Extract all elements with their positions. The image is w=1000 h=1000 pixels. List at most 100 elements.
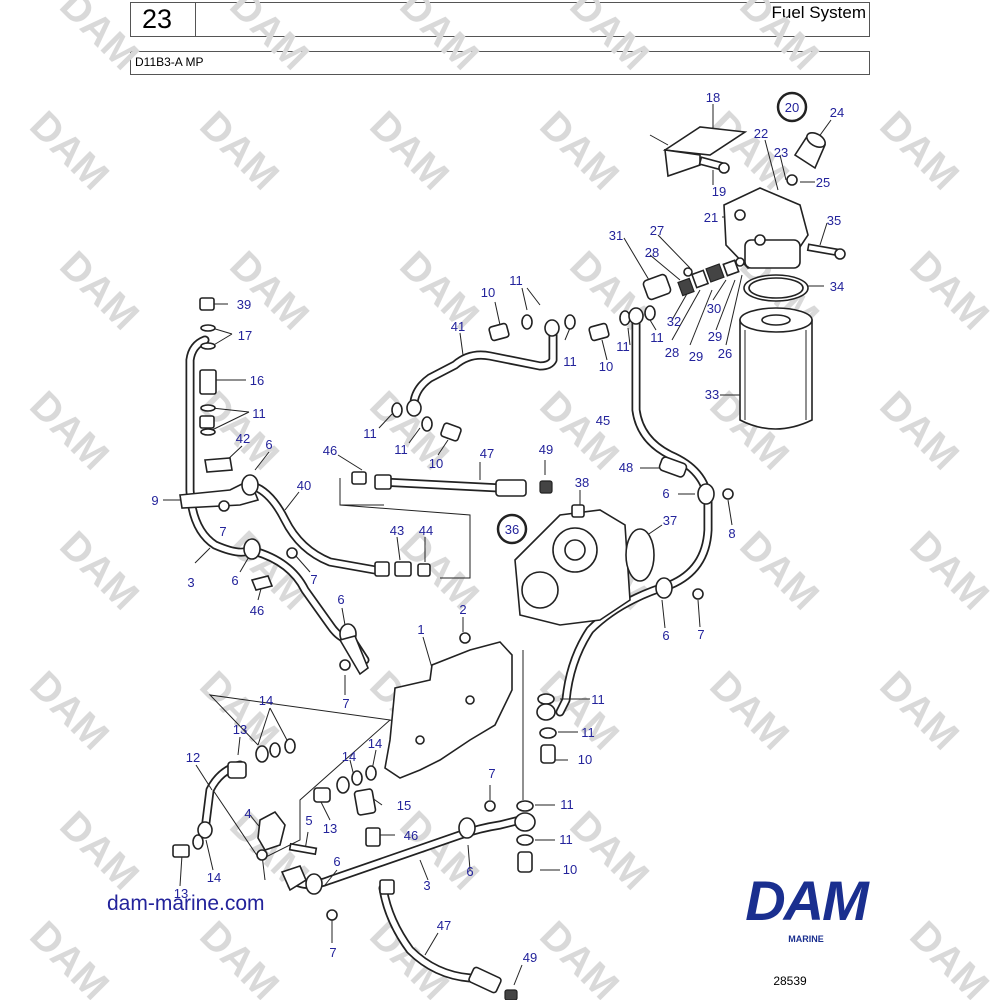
callout-3-b: 3 <box>423 878 430 893</box>
callout-12: 12 <box>186 750 200 765</box>
callout-7-a: 7 <box>219 524 226 539</box>
callout-10-e: 10 <box>563 862 577 877</box>
callout-49-a: 49 <box>539 442 553 457</box>
callout-21: 21 <box>704 210 718 225</box>
logo-wordmark: DAM <box>745 869 870 932</box>
callout-42: 42 <box>236 431 250 446</box>
callout-11-g: 11 <box>252 406 266 421</box>
callout-5: 5 <box>305 813 312 828</box>
callout-19: 19 <box>712 184 726 199</box>
callout-11-h: 11 <box>591 692 605 707</box>
callout-2: 2 <box>459 602 466 617</box>
watermark-text: DAM <box>21 103 117 199</box>
title-box <box>195 2 870 37</box>
callout-32: 32 <box>667 314 681 329</box>
callout-8: 8 <box>728 526 735 541</box>
callout-47-a: 47 <box>480 446 494 461</box>
page-title: Fuel System <box>771 3 866 22</box>
callout-11-f: 11 <box>394 442 408 457</box>
callout-7-f: 7 <box>329 945 336 960</box>
callout-6-a: 6 <box>265 437 272 452</box>
callout-11-e: 11 <box>363 426 377 441</box>
callout-10-b: 10 <box>599 359 613 374</box>
callout-6-b: 6 <box>662 486 669 501</box>
dam-marine-logo: DAM MARINE <box>745 869 872 944</box>
callout-23: 23 <box>774 145 788 160</box>
watermark-text: DAM <box>531 383 627 479</box>
callout-39: 39 <box>237 297 251 312</box>
callout-45: 45 <box>596 413 610 428</box>
callout-18: 18 <box>706 90 720 105</box>
callout-14-d: 14 <box>207 870 221 885</box>
callout-15: 15 <box>397 798 411 813</box>
callout-6-g: 6 <box>466 864 473 879</box>
callout-29-right: 29 <box>708 329 722 344</box>
watermark-text: DAM <box>221 523 317 619</box>
watermark-text: DAM <box>51 0 147 79</box>
logo-subtext: MARINE <box>788 934 824 944</box>
callout-27: 27 <box>650 223 664 238</box>
callout-46-c: 46 <box>404 828 418 843</box>
callout-14-b: 14 <box>342 749 356 764</box>
callout-numbers: 18 19 20 24 22 23 25 21 35 31 27 28 34 3… <box>151 90 844 965</box>
website-link[interactable]: dam-marine.com <box>107 892 265 915</box>
callout-10-a: 10 <box>481 285 495 300</box>
callout-10-d: 10 <box>578 752 592 767</box>
callout-9: 9 <box>151 493 158 508</box>
watermark-text: DAM <box>361 103 457 199</box>
callout-circle-36 <box>496 513 528 545</box>
callout-7-e: 7 <box>488 766 495 781</box>
watermark-text: DAM <box>221 243 317 339</box>
callout-6-c: 6 <box>231 573 238 588</box>
callout-35: 35 <box>827 213 841 228</box>
watermark-text: DAM <box>561 243 657 339</box>
callout-43: 43 <box>390 523 404 538</box>
callout-6-e: 6 <box>662 628 669 643</box>
watermark-text: DAM <box>901 243 997 339</box>
callout-circle-20 <box>776 91 808 123</box>
callout-11-b: 11 <box>563 354 577 369</box>
callout-11-j: 11 <box>560 797 574 812</box>
callout-28-bottom: 28 <box>665 345 679 360</box>
watermark-text: DAM <box>21 383 117 479</box>
callout-34: 34 <box>830 279 844 294</box>
callout-6-d: 6 <box>337 592 344 607</box>
watermark-text: DAM <box>391 0 487 79</box>
callout-1: 1 <box>417 622 424 637</box>
page-number: 23 <box>142 4 173 34</box>
callout-36: 36 <box>505 522 519 537</box>
callout-16: 16 <box>250 373 264 388</box>
watermark-text: DAM <box>51 243 147 339</box>
parts-drawing <box>172 126 846 1000</box>
callout-41: 41 <box>451 319 465 334</box>
callout-47-b: 47 <box>437 918 451 933</box>
watermark-text: DAM <box>531 103 627 199</box>
callout-14-c: 14 <box>368 736 382 751</box>
callout-11-a: 11 <box>509 273 523 288</box>
model-box <box>130 51 870 75</box>
callout-24: 24 <box>830 105 844 120</box>
watermark-text: DAM <box>391 243 487 339</box>
callout-38: 38 <box>575 475 589 490</box>
watermark-text: DAM <box>701 663 797 759</box>
callout-46-a: 46 <box>323 443 337 458</box>
drawing-number: 28539 <box>773 974 807 988</box>
callout-29-left: 29 <box>689 349 703 364</box>
callout-25: 25 <box>816 175 830 190</box>
watermark-text: DAM <box>21 913 117 1000</box>
watermark-text: DAM <box>191 103 287 199</box>
watermark-text: DAM <box>21 663 117 759</box>
page-number-box <box>130 2 196 37</box>
watermark-text: DAM <box>901 913 997 1000</box>
callout-37: 37 <box>663 513 677 528</box>
watermark-text: DAM <box>901 523 997 619</box>
watermark-text: DAM <box>871 663 967 759</box>
callout-49-b: 49 <box>523 950 537 965</box>
callout-31: 31 <box>609 228 623 243</box>
callout-30: 30 <box>707 301 721 316</box>
callout-33: 33 <box>705 387 719 402</box>
callout-22: 22 <box>754 126 768 141</box>
callout-11-k: 11 <box>559 832 573 847</box>
